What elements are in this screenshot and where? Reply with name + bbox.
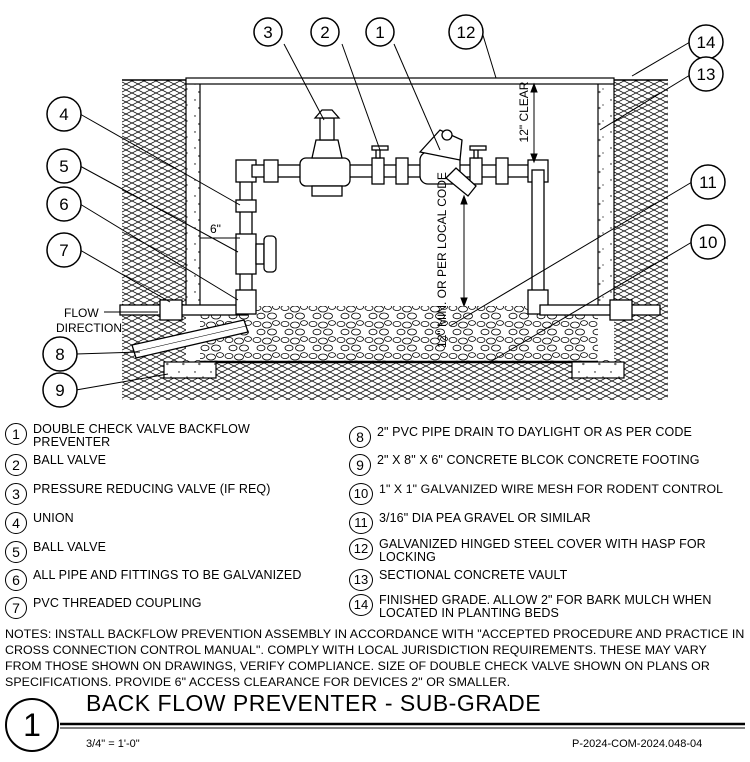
drain-pipe	[131, 319, 249, 359]
label-clear: 12" CLEAR	[517, 81, 531, 142]
svg-text:6: 6	[59, 195, 68, 214]
callout-14: 14	[631, 24, 724, 77]
svg-text:1: 1	[375, 23, 384, 42]
svg-text:9: 9	[55, 381, 64, 400]
callout-13: 13	[599, 56, 724, 131]
svg-text:2: 2	[320, 23, 329, 42]
svg-text:10: 10	[699, 233, 718, 252]
callout-9: 9	[42, 372, 169, 408]
piping	[119, 109, 661, 321]
svg-text:7: 7	[59, 241, 68, 260]
label-min-height: 12" MIN. OR PER LOCAL CODE	[435, 172, 449, 348]
pressure-reducing-valve	[299, 157, 351, 187]
svg-text:3: 3	[263, 23, 272, 42]
label-six-inch: 6"	[210, 222, 221, 236]
callouts: 3 2 1 12 14 13 4 11 5 6 10 7 8 9	[42, 14, 726, 408]
steel-cover	[185, 77, 615, 85]
union	[235, 199, 257, 213]
svg-text:14: 14	[697, 33, 716, 52]
svg-text:8: 8	[55, 345, 64, 364]
footing-right	[571, 361, 625, 379]
callout-6: 6	[46, 186, 239, 301]
dimension-clear	[530, 82, 538, 164]
callout-8: 8	[42, 336, 141, 372]
svg-text:4: 4	[59, 105, 68, 124]
callout-4: 4	[46, 96, 241, 206]
footing-left	[163, 361, 217, 379]
svg-text:13: 13	[697, 65, 716, 84]
svg-text:12: 12	[457, 23, 476, 42]
vault-wall-right	[597, 79, 615, 307]
pea-gravel	[200, 306, 598, 362]
callout-7: 7	[46, 232, 171, 303]
pvc-coupling-left	[159, 299, 183, 321]
callout-2: 2	[310, 17, 381, 151]
dimension-min	[460, 194, 468, 308]
callout-10: 10	[489, 224, 726, 363]
callout-12: 12	[448, 14, 497, 79]
callout-3: 3	[253, 17, 325, 121]
callout-11: 11	[449, 164, 726, 327]
pvc-coupling-right	[609, 299, 633, 321]
svg-text:11: 11	[699, 173, 717, 192]
svg-text:5: 5	[59, 157, 68, 176]
callout-1: 1	[365, 17, 441, 151]
soil-right	[614, 80, 668, 400]
callout-5: 5	[46, 148, 239, 253]
